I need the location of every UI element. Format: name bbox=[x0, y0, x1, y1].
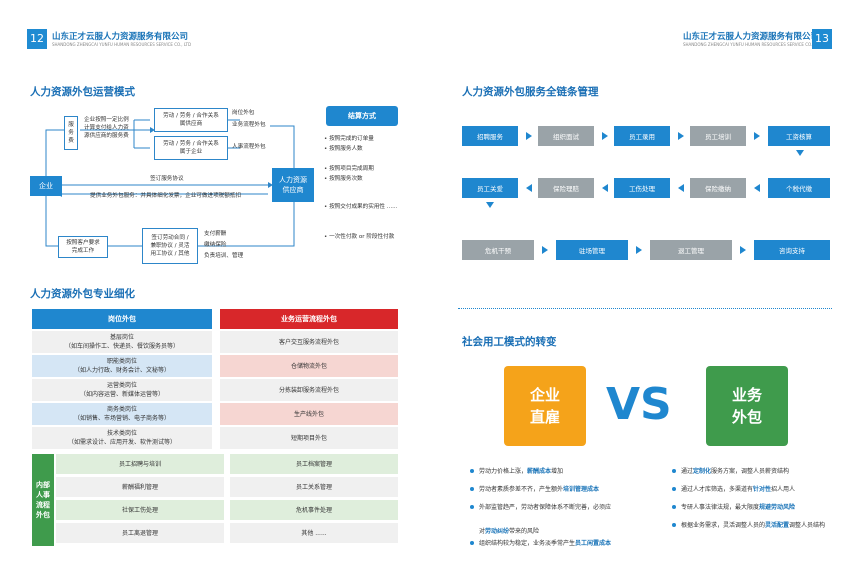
list-item-continued: 对劳动纠纷带来的风险 bbox=[479, 528, 540, 535]
bullet-icon bbox=[672, 486, 676, 491]
settlement-item: • 按照完成的订单量 bbox=[324, 136, 374, 142]
internal-row: 社保工伤处理 危机事件处理 bbox=[56, 500, 398, 520]
internal-hr-grid: 员工招聘与培训 员工档案管理 薪酬福利管理 员工关系管理 社保工伤处理 危机事件… bbox=[56, 454, 398, 543]
settlement-item: • 按照服务人数 bbox=[324, 146, 363, 152]
arrow-right-icon bbox=[678, 132, 684, 140]
chain-step: 保险缴纳 bbox=[690, 178, 746, 198]
outsourcing-types-1: 岗位外包 业务流程外包 bbox=[232, 110, 266, 128]
arrow-left-icon bbox=[754, 184, 760, 192]
divider bbox=[458, 308, 832, 309]
settlement-item: • 一次性付款 or 阶段性付款 bbox=[324, 234, 395, 240]
outsourcing-type-2: 人事流程外包 bbox=[232, 144, 266, 150]
diagram-connectors bbox=[45, 119, 295, 247]
settlement-item: • 按照交付成果的实用性 ...... bbox=[324, 204, 398, 210]
table-header-post: 岗位外包 bbox=[32, 309, 212, 329]
arrow-right-icon bbox=[754, 132, 760, 140]
chain-step: 咨询支持 bbox=[754, 240, 830, 260]
bullet-icon bbox=[470, 540, 474, 545]
section-title-operation-mode: 人力资源外包运营模式 bbox=[30, 86, 135, 98]
relation-supplier-box: 劳动 / 劳务 / 合作关系 属供应商 bbox=[154, 108, 228, 132]
provide-service-label: 提供业务外包服务：并具体细化发票，企业可做进项税额抵扣 bbox=[90, 193, 242, 199]
bullet-icon bbox=[672, 468, 676, 473]
direct-employment-card: 企业 直雇 bbox=[504, 366, 586, 446]
settlement-item: • 按照项目完成周期 bbox=[324, 166, 374, 172]
chain-step: 个税代缴 bbox=[768, 178, 830, 198]
arrow-left-icon bbox=[602, 184, 608, 192]
chain-step: 保险理赔 bbox=[538, 178, 594, 198]
chain-step: 退工管理 bbox=[650, 240, 732, 260]
section-title-employment-shift: 社会用工模式的转变 bbox=[462, 336, 557, 348]
specialization-table: 岗位外包 业务运营流程外包 基层岗位（如车间操作工、快递员、餐饮服务员等） 客户… bbox=[32, 309, 398, 449]
chain-step: 招聘服务 bbox=[462, 126, 518, 146]
direct-employment-points: 劳动力价格上涨，薪酬成本增加 劳动者素质参差不齐，产生额外培训管理成本 外部监管… bbox=[470, 466, 670, 556]
enterprise-node: 企业 bbox=[30, 176, 62, 196]
arrow-right-icon bbox=[740, 246, 746, 254]
arrow-right-icon bbox=[636, 246, 642, 254]
chain-flow: 招聘服务 组织面试 员工录用 员工培训 工资核算 员工关爱 保险理赔 工伤处理 … bbox=[462, 126, 832, 276]
chain-step: 员工培训 bbox=[690, 126, 746, 146]
list-item: 专研人事法律法规，最大限度规避劳动风险 bbox=[672, 502, 795, 511]
arrow-down-icon bbox=[486, 202, 494, 208]
list-item: 外部监管趋严，劳动者保障体系不断完善，必须应 bbox=[470, 502, 611, 511]
chain-step: 工资核算 bbox=[768, 126, 830, 146]
chain-step: 驻场管理 bbox=[556, 240, 628, 260]
internal-row: 薪酬福利管理 员工关系管理 bbox=[56, 477, 398, 497]
internal-hr-label: 内部人事流程外包 bbox=[32, 454, 54, 546]
list-item: 通过定制化服务方案，调整人员薪资结构 bbox=[672, 466, 789, 475]
vs-label: VS bbox=[606, 379, 672, 430]
company-name-right: 山东正才云服人力资源服务有限公司 bbox=[683, 32, 820, 42]
table-row: 技术类岗位（如需求设计、应用开发、软件测试等） 短期项目外包 bbox=[32, 427, 398, 449]
table-header-process: 业务运营流程外包 bbox=[220, 309, 398, 329]
list-item: 组织结构较为稳定，业务淡季常产生员工闲置成本 bbox=[470, 538, 611, 547]
internal-row: 员工招聘与培训 员工档案管理 bbox=[56, 454, 398, 474]
requirement-box: 按照客户要求 完成工作 bbox=[58, 236, 108, 258]
relation-enterprise-box: 劳动 / 劳务 / 合作关系 属于企业 bbox=[154, 136, 228, 160]
table-row: 基层岗位（如车间操作工、快递员、餐饮服务员等） 客户交互服务流程外包 bbox=[32, 331, 398, 353]
bullet-icon bbox=[470, 468, 474, 473]
chain-step: 组织面试 bbox=[538, 126, 594, 146]
chain-step: 危机干预 bbox=[462, 240, 534, 260]
arrow-right-icon bbox=[602, 132, 608, 140]
contract-label: 签订服务协议 bbox=[150, 176, 184, 182]
arrow-left-icon bbox=[678, 184, 684, 192]
table-row: 运营类岗位（如内容运营、新媒体运营等） 分拣装卸服务流程外包 bbox=[32, 379, 398, 401]
page-number-left: 12 bbox=[27, 29, 47, 49]
company-en-left: SHANDONG ZHENGCAI YUNFU HUMAN RESOURCES … bbox=[52, 42, 192, 47]
business-outsourcing-card: 业务 外包 bbox=[706, 366, 788, 446]
list-item: 劳动力价格上涨，薪酬成本增加 bbox=[470, 466, 563, 475]
settlement-title: 结算方式 bbox=[326, 106, 398, 126]
company-name-left: 山东正才云服人力资源服务有限公司 bbox=[52, 32, 189, 42]
service-fee-text: 企业按照一定比例 计算支付给人力资 源供应商的服务费 bbox=[84, 117, 129, 139]
supplier-node: 人力资源 供应商 bbox=[272, 168, 314, 202]
outsourcing-points: 通过定制化服务方案，调整人员薪资结构 通过人才库筛选，多渠道有针对性招人用人 专… bbox=[672, 466, 842, 536]
arrow-left-icon bbox=[526, 184, 532, 192]
bullet-icon bbox=[672, 522, 676, 527]
bullet-icon bbox=[470, 486, 474, 491]
chain-step: 工伤处理 bbox=[614, 178, 670, 198]
bullet-icon bbox=[470, 504, 474, 509]
arrow-right-icon bbox=[542, 246, 548, 254]
list-item: 根据业务需求，灵活调整人员的灵活配置调整人员结构 bbox=[672, 520, 825, 529]
section-title-full-chain: 人力资源外包服务全链条管理 bbox=[462, 86, 599, 98]
list-item: 通过人才库筛选，多渠道有针对性招人用人 bbox=[672, 484, 795, 493]
arrow-right-icon bbox=[526, 132, 532, 140]
service-fee-box: 服务费 bbox=[64, 116, 78, 150]
chain-step: 员工录用 bbox=[614, 126, 670, 146]
company-en-right: SHANDONG ZHENGCAI YUNFU HUMAN RESOURCES … bbox=[683, 42, 823, 47]
table-row: 商务类岗位（如销售、市场营销、电子商务等） 生产线外包 bbox=[32, 403, 398, 425]
supplier-duties: 支付薪酬 缴纳保险 负责培训、管理 bbox=[204, 231, 244, 259]
table-row: 职能类岗位（如人力行政、财务会计、文秘等） 仓储物流外包 bbox=[32, 355, 398, 377]
internal-row: 员工离退管理 其他 ...... bbox=[56, 523, 398, 543]
bullet-icon bbox=[672, 504, 676, 509]
chain-step: 员工关爱 bbox=[462, 178, 518, 198]
labor-contract-box: 签订劳动合同 / 兼职协议 / 灵活 用工协议 / 其他 bbox=[142, 228, 198, 264]
settlement-item: • 按照服务次数 bbox=[324, 176, 363, 182]
page-number-right: 13 bbox=[812, 29, 832, 49]
arrow-down-icon bbox=[796, 150, 804, 156]
list-item: 劳动者素质参差不齐，产生额外培训管理成本 bbox=[470, 484, 599, 493]
section-title-specialization: 人力资源外包专业细化 bbox=[30, 288, 135, 300]
